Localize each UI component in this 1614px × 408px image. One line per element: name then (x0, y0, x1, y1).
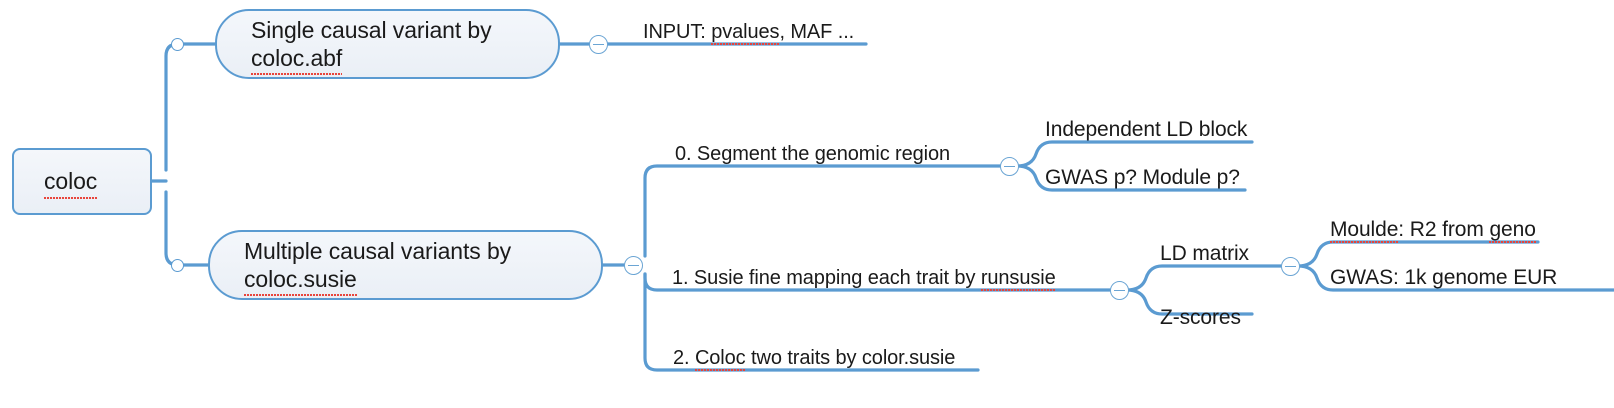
branch-node-multiple-line1: Multiple causal variants by (244, 237, 512, 264)
leaf-moulde-middle: : R2 from (1398, 218, 1490, 241)
leaf-label-ld-matrix[interactable]: LD matrix (1160, 243, 1249, 264)
leaf-ld-block-text: Independent LD block (1045, 118, 1248, 141)
leaf-input-prefix: INPUT: (643, 21, 712, 43)
spellcheck-underline: pvalues (711, 21, 780, 45)
leaf-input-suffix: , MAF ... (779, 21, 855, 43)
leaf-label-z-scores[interactable]: Z-scores (1160, 307, 1241, 328)
leaf-label-step1-susie-finemapping[interactable]: 1. Susie fine mapping each trait by runs… (672, 267, 1056, 291)
collapse-toggle-step0[interactable] (1000, 157, 1019, 176)
collapse-toggle-multiple-causal[interactable] (624, 256, 643, 275)
leaf-label-independent-ld-block[interactable]: Independent LD block (1045, 119, 1247, 140)
root-node-label: coloc (44, 167, 98, 199)
leaf-label-step0-segment-region[interactable]: 0. Segment the genomic region (675, 144, 950, 164)
branch-node-single-line1: Single causal variant by (251, 16, 492, 43)
spellcheck-underline: Coloc (694, 347, 746, 371)
leaf-label-gwas-1k-genome-eur[interactable]: GWAS: 1k genome EUR (1330, 267, 1557, 288)
leaf-label-input[interactable]: INPUT: pvalues, MAF ... (643, 21, 855, 45)
leaf-gwas-module-p-text: GWAS p? Module p? (1045, 166, 1240, 189)
leaf-label-moulde-r2-geno[interactable]: Moulde: R2 from geno (1330, 218, 1537, 243)
spellcheck-underline: coloc (44, 168, 98, 199)
leaf-label-gwas-module-p[interactable]: GWAS p? Module p? (1045, 167, 1240, 188)
root-node-coloc[interactable]: coloc (12, 148, 152, 215)
collapse-toggle-ld-matrix[interactable] (1281, 257, 1300, 276)
spellcheck-underline: coloc.susie (244, 266, 357, 297)
spellcheck-underline: coloc.abf (251, 45, 343, 76)
leaf-step2-prefix: 2. (673, 347, 695, 369)
leaf-gwas-1k-text: GWAS: 1k genome EUR (1330, 266, 1558, 289)
collapse-toggle-single-causal[interactable] (589, 35, 608, 54)
leaf-step1-prefix: 1. Susie fine mapping each trait by (672, 267, 981, 289)
leaf-label-step2-coloc-two-traits[interactable]: 2. Coloc two traits by color.susie (673, 347, 956, 371)
leaf-z-scores-text: Z-scores (1160, 306, 1241, 329)
leaf-step0-text: 0. Segment the genomic region (675, 143, 951, 165)
spellcheck-underline: Moulde (1330, 218, 1399, 243)
junction-dot-icon-branch-multiple[interactable] (171, 259, 184, 272)
spellcheck-underline: runsusie (980, 267, 1056, 291)
leaf-step2-suffix: two traits by color.susie (745, 347, 956, 369)
leaf-ld-matrix-text: LD matrix (1160, 242, 1249, 265)
spellcheck-underline: geno (1489, 218, 1537, 243)
junction-dot-icon-branch-single[interactable] (171, 38, 184, 51)
collapse-toggle-step1[interactable] (1110, 281, 1129, 300)
